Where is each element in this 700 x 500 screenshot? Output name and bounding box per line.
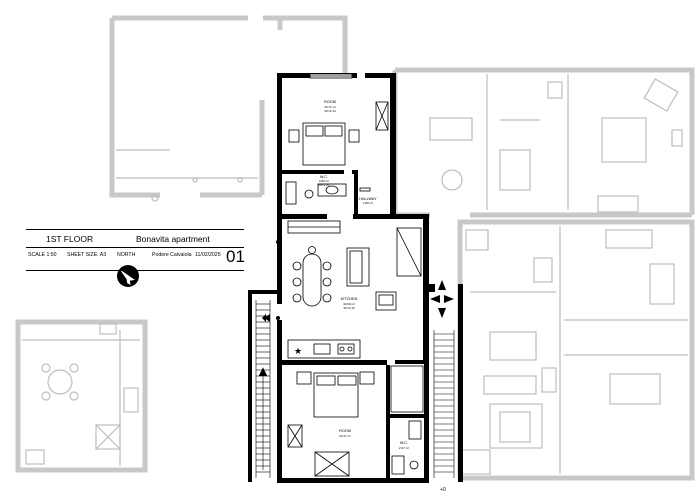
kitchen-dims: Sh=2,15 (343, 306, 355, 310)
room-labels: ROOM 15,71 m² Sh=2,14 W.C. 3,85 m² Sh=2,… (318, 100, 446, 493)
room-bottom-area: 20,37 m² (339, 434, 351, 438)
wc-bottom-area: 2,37 m² (399, 446, 409, 450)
hallway-area: 2,88 m² (363, 201, 373, 205)
wardrobe-top-room (375, 101, 389, 131)
room-top-dims: Sh=2,14 (324, 109, 336, 113)
kitchen-area: 30,69 m² (343, 302, 355, 306)
stairs-left (255, 300, 271, 478)
title-block-divider (26, 247, 244, 248)
bed-top-room (288, 122, 360, 166)
kitchen-name: KITCHEN (341, 297, 358, 301)
level-marker: +0 (440, 487, 446, 493)
title-block: 1ST FLOOR Bonavita apartment SCALE 1:50 … (26, 229, 245, 271)
kitchen-counter (287, 339, 361, 359)
wc-top-dims: Sh=2,81 (318, 183, 330, 187)
ghost-block-top-right (392, 67, 695, 218)
ghost-building-bottom-left (15, 319, 148, 473)
wc-top-area: 3,85 m² (319, 179, 329, 183)
dining-table (292, 246, 332, 307)
stair-void (396, 227, 422, 277)
circulation-arrows (262, 240, 454, 322)
date-label: 11/02/2025 (195, 252, 221, 258)
furniture (285, 73, 424, 477)
wc-top-name: W.C. (320, 175, 328, 179)
apartment-walls (248, 73, 463, 483)
scale-label: SCALE 1:50 (28, 252, 57, 258)
room-top-name: ROOM (324, 100, 336, 104)
ghost-building-top-left (109, 15, 348, 202)
star-marker: ★ (294, 346, 302, 356)
wc-bottom-name: W.C. (400, 441, 408, 445)
north-label: NORTH (117, 252, 136, 258)
sheet-size-label: SHEET SIZE: A3 (67, 252, 107, 258)
armchair (375, 291, 397, 311)
stairs-corridor (433, 330, 455, 478)
sheet-number: 01 (226, 247, 245, 266)
wc-bottom-fixtures (391, 420, 422, 475)
bed-bottom-room (296, 371, 375, 418)
project-title: Bonavita apartment (136, 234, 210, 244)
floor-title: 1ST FLOOR (46, 234, 94, 244)
room-bottom-name: ROOM (339, 429, 351, 433)
hallway-name: HALLWAY (359, 197, 377, 201)
sofa (346, 247, 370, 287)
place-label: Podere Calvaiola (152, 252, 192, 258)
ghost-block-bottom-right (457, 219, 695, 481)
wc-top-fixtures (285, 181, 347, 205)
room-top-area: 15,71 m² (324, 105, 336, 109)
